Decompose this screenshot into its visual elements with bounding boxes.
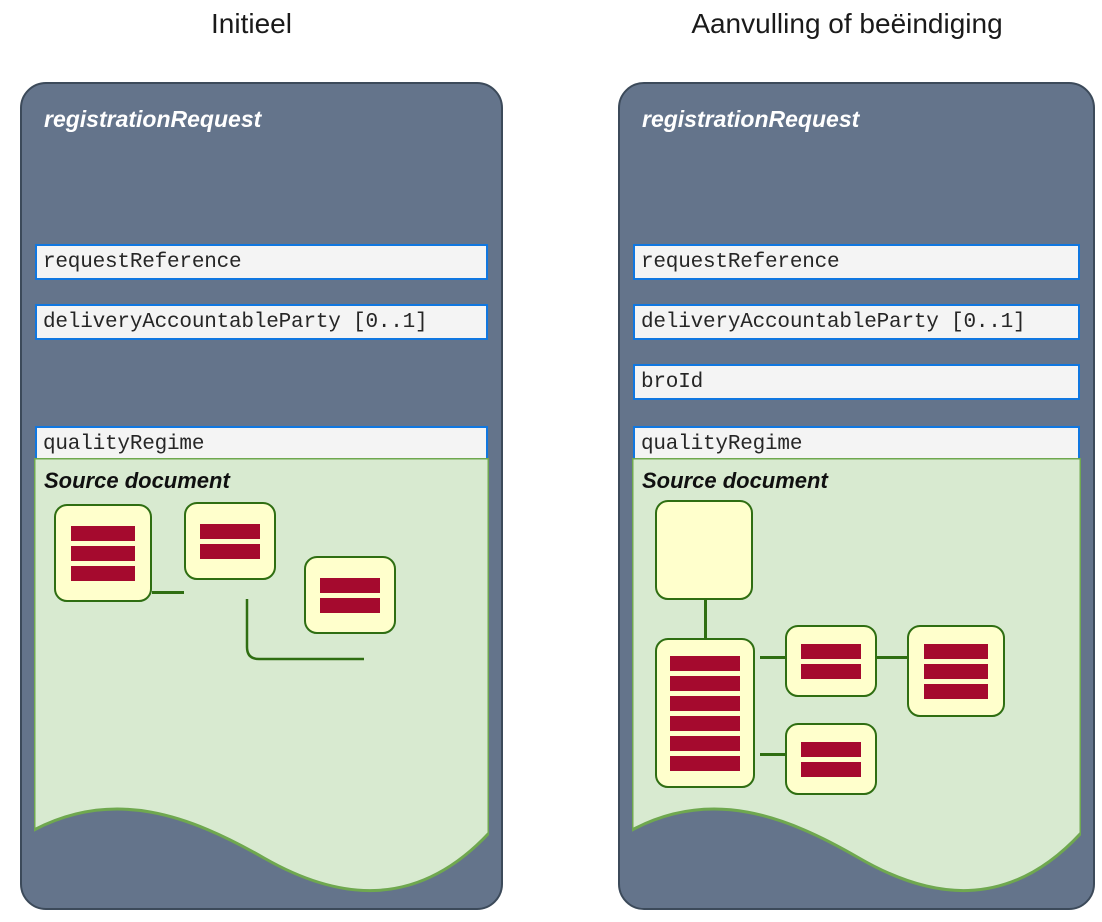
node-bar xyxy=(924,683,988,699)
document-node-empty[interactable] xyxy=(655,500,753,600)
node-bar xyxy=(320,577,380,593)
node-bar xyxy=(670,695,740,711)
field-quality-regime[interactable]: qualityRegime xyxy=(633,426,1080,462)
document-node[interactable] xyxy=(785,625,877,697)
field-label: deliveryAccountableParty [0..1] xyxy=(43,310,428,334)
field-quality-regime[interactable]: qualityRegime xyxy=(35,426,488,462)
registration-request-panel-initieel: registrationRequest requestReference del… xyxy=(20,82,503,910)
node-bar xyxy=(924,663,988,679)
document-node[interactable] xyxy=(655,638,755,788)
field-label: deliveryAccountableParty [0..1] xyxy=(641,310,1026,334)
node-bar xyxy=(670,715,740,731)
node-bar xyxy=(320,597,380,613)
connector-m2-m3 xyxy=(877,656,907,659)
connector-m1-m2 xyxy=(760,656,785,659)
source-document-diagram xyxy=(34,458,489,908)
field-delivery-accountable-party[interactable]: deliveryAccountableParty [0..1] xyxy=(633,304,1080,340)
field-label: broId xyxy=(641,370,704,394)
node-bar xyxy=(200,523,260,539)
connector-n1-n2 xyxy=(152,591,184,594)
source-document-area-initieel: Source document xyxy=(34,458,489,908)
node-bar xyxy=(71,565,135,581)
node-bar xyxy=(200,543,260,559)
document-node[interactable] xyxy=(304,556,396,634)
panel-title: registrationRequest xyxy=(44,106,262,132)
panel-title: registrationRequest xyxy=(642,106,860,132)
field-bro-id[interactable]: broId xyxy=(633,364,1080,400)
field-label: requestReference xyxy=(43,250,242,274)
document-node[interactable] xyxy=(785,723,877,795)
node-bar xyxy=(670,755,740,771)
source-document-title: Source document xyxy=(44,468,230,493)
field-label: qualityRegime xyxy=(43,432,205,456)
connector-m1-m4 xyxy=(760,753,785,756)
connector-m0-m1 xyxy=(704,600,707,638)
registration-request-panel-aanvulling: registrationRequest requestReference del… xyxy=(618,82,1095,910)
node-bar xyxy=(71,525,135,541)
node-bar xyxy=(801,741,861,757)
column-title-initieel: Initieel xyxy=(211,8,292,39)
field-delivery-accountable-party[interactable]: deliveryAccountableParty [0..1] xyxy=(35,304,488,340)
source-document-diagram xyxy=(632,458,1081,908)
field-label: qualityRegime xyxy=(641,432,803,456)
field-request-reference[interactable]: requestReference xyxy=(633,244,1080,280)
document-node[interactable] xyxy=(907,625,1005,717)
node-bar xyxy=(801,761,861,777)
document-node[interactable] xyxy=(184,502,276,580)
node-bar xyxy=(801,643,861,659)
field-label: requestReference xyxy=(641,250,840,274)
node-bar xyxy=(670,675,740,691)
source-document-title: Source document xyxy=(642,468,828,493)
node-bar xyxy=(670,655,740,671)
node-bar xyxy=(670,735,740,751)
node-bar xyxy=(71,545,135,561)
source-document-area-aanvulling: Source document xyxy=(632,458,1081,908)
node-bar xyxy=(924,643,988,659)
column-title-aanvulling: Aanvulling of beëindiging xyxy=(691,8,1003,39)
field-request-reference[interactable]: requestReference xyxy=(35,244,488,280)
connector-n2-n3 xyxy=(245,599,364,661)
document-node[interactable] xyxy=(54,504,152,602)
node-bar xyxy=(801,663,861,679)
